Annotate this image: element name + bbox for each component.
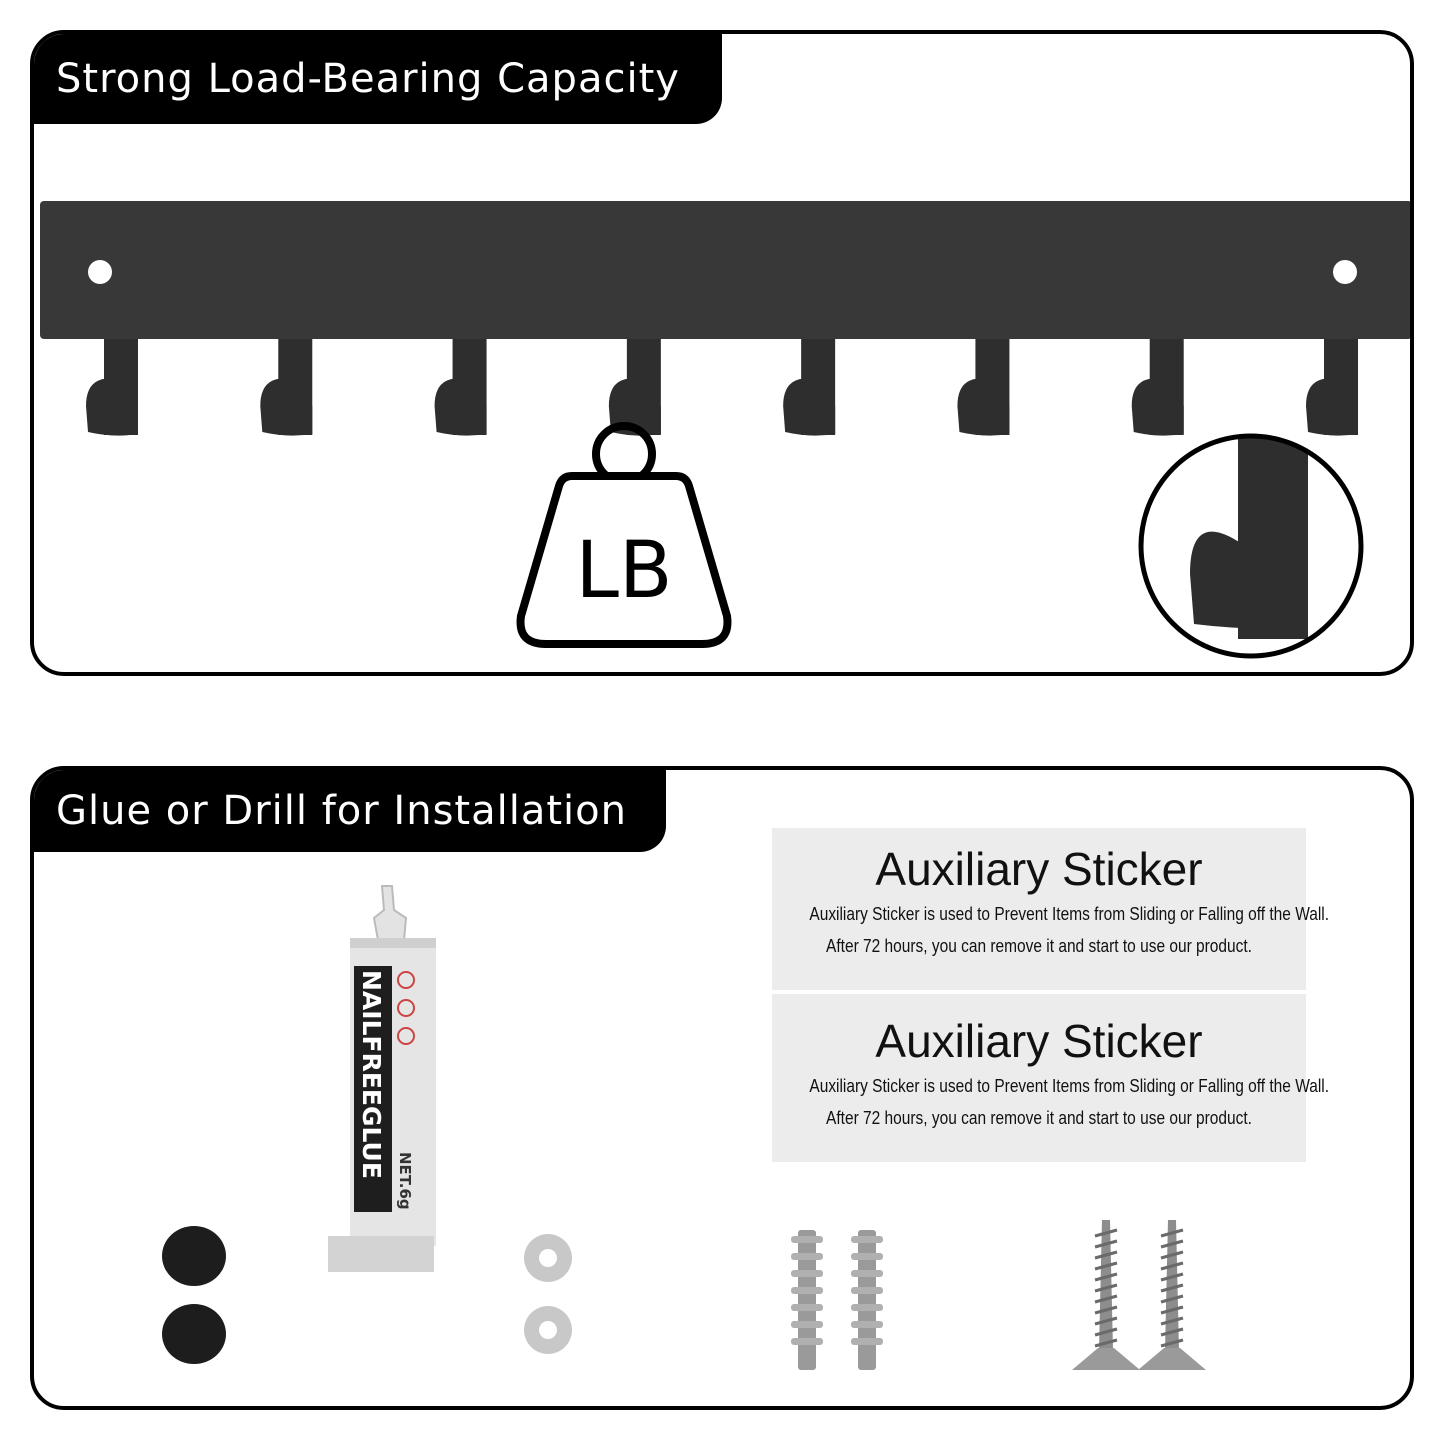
wall-anchors [791, 1230, 883, 1370]
installation-panel: NAILFREEGLUE NET.6g Auxiliary Sticker Au… [30, 766, 1414, 1410]
weight-label: LB [576, 526, 673, 616]
hook [434, 339, 487, 436]
accessories-illustration: NAILFREEGLUE NET.6g [162, 885, 1206, 1370]
hook [260, 339, 313, 436]
glue-brand-text: NAILFREEGLUE [357, 970, 386, 1179]
hook-closeup [1138, 433, 1364, 659]
screw [1138, 1220, 1206, 1370]
sticker-line-1: Auxiliary Sticker is used to Prevent Ite… [809, 904, 1330, 924]
load-capacity-panel: LB Strong Load-Bearing Capacity [30, 30, 1414, 676]
sticker-title: Auxiliary Sticker [875, 1015, 1203, 1067]
mount-hole-left [88, 260, 112, 284]
panel-title: Strong Load-Bearing Capacity [56, 56, 680, 102]
screw [1072, 1220, 1140, 1370]
hook [1306, 339, 1358, 436]
wall-anchor [851, 1230, 883, 1370]
screws [1072, 1220, 1206, 1370]
wall-anchor [791, 1230, 823, 1370]
glue-tube: NAILFREEGLUE NET.6g [328, 885, 436, 1272]
weight-icon: LB [516, 422, 732, 648]
bumper-top [162, 1226, 226, 1286]
glue-net-text: NET.6g [396, 1152, 414, 1210]
hooks [86, 339, 1358, 436]
bumper-bottom [162, 1304, 226, 1364]
hook [86, 339, 138, 436]
hook [783, 339, 836, 436]
rack-illustration: LB [40, 201, 1410, 659]
sticker-line-1: Auxiliary Sticker is used to Prevent Ite… [809, 1076, 1330, 1096]
hook [957, 339, 1010, 436]
sticker-line-2: After 72 hours, you can remove it and st… [826, 1108, 1252, 1128]
panel-title-tab: Glue or Drill for Installation [34, 770, 666, 852]
sticker-title: Auxiliary Sticker [875, 843, 1203, 895]
rack-bar [40, 201, 1410, 339]
panel-title-tab: Strong Load-Bearing Capacity [34, 34, 722, 124]
hook [608, 339, 661, 436]
panel-title: Glue or Drill for Installation [56, 788, 627, 834]
auxiliary-sticker-1: Auxiliary Sticker Auxiliary Sticker is u… [772, 828, 1330, 990]
hook [1131, 339, 1184, 436]
mount-hole-right [1333, 260, 1357, 284]
sticker-line-2: After 72 hours, you can remove it and st… [826, 936, 1252, 956]
auxiliary-sticker-2: Auxiliary Sticker Auxiliary Sticker is u… [772, 994, 1330, 1162]
washer-bottom [524, 1306, 572, 1354]
washer-top [524, 1234, 572, 1282]
